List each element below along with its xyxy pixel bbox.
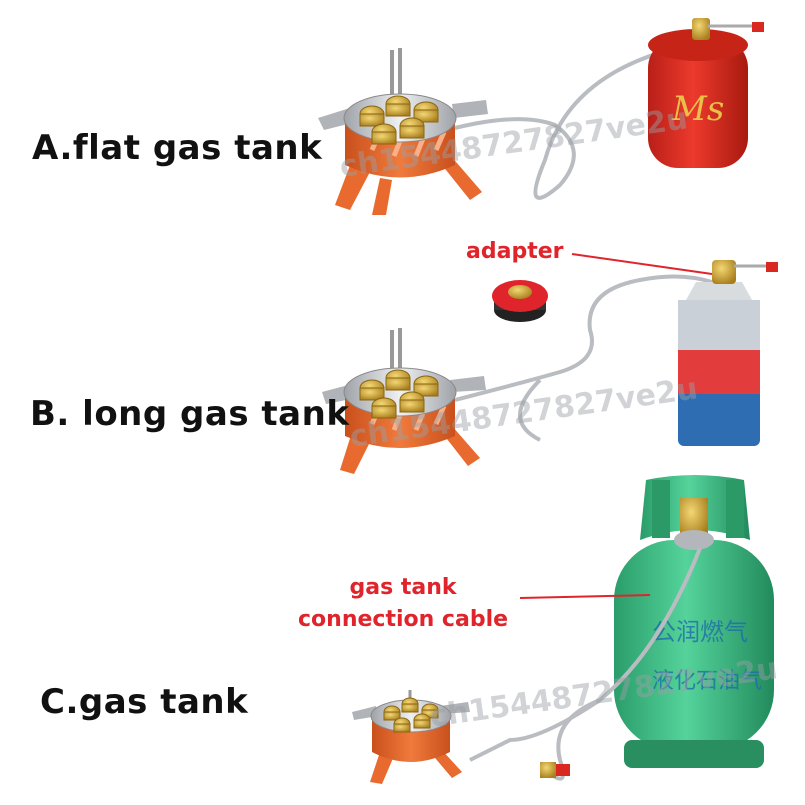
adapter-part [492, 280, 548, 322]
label-flat-gas-tank: A.flat gas tank [32, 128, 323, 168]
hose-b [454, 274, 713, 402]
adapter-pointer-line [571, 253, 713, 275]
callout-cable-line2: connection cable [298, 607, 509, 632]
callout-connection-cable: gas tank connection cable [298, 572, 508, 636]
svg-text:Ms: Ms [671, 89, 724, 129]
stove-a [318, 48, 488, 215]
flat-canister: Ms [648, 18, 764, 168]
callout-adapter: adapter [466, 239, 564, 264]
callout-cable-line1: gas tank [349, 575, 457, 600]
hose-a [454, 43, 691, 200]
svg-text:液化石油气: 液化石油气 [652, 669, 762, 694]
connection-cable [469, 547, 702, 762]
stove-c [352, 690, 570, 784]
label-long-gas-tank: B. long gas tank [30, 394, 350, 434]
svg-text:公润燃气: 公润燃气 [652, 618, 748, 646]
long-canister [678, 260, 778, 446]
label-gas-tank: C.gas tank [40, 682, 249, 722]
stove-b [322, 328, 486, 474]
cable-pointer-line [519, 594, 651, 599]
large-cylinder: 公润燃气 液化石油气 [614, 475, 774, 768]
